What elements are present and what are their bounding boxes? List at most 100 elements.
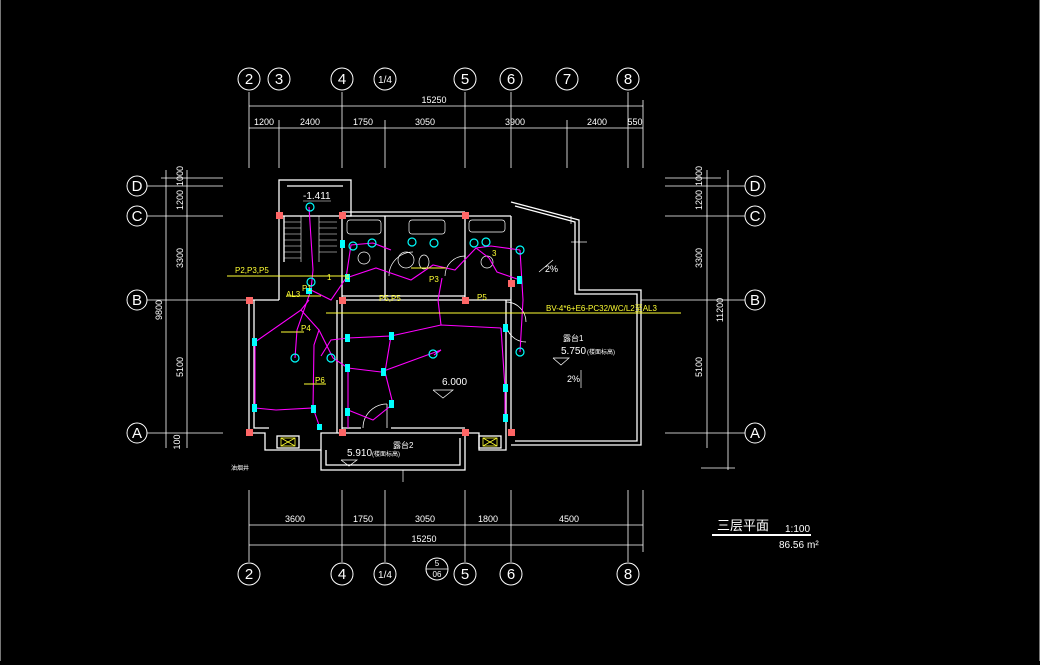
roof-slope: 2% — [545, 264, 558, 274]
walls — [248, 179, 642, 471]
axis-bubble-bcol-5[interactable]: 5 — [453, 562, 477, 586]
axis-bubble-col-5[interactable]: 5 — [453, 67, 477, 91]
p6-label: P6 — [315, 376, 325, 385]
top-total-dim: 15250 — [421, 95, 446, 105]
balcony1-name: 露台1 — [563, 333, 584, 343]
svg-text:C: C — [750, 208, 761, 225]
axis-bubble-row-B-right[interactable]: B — [744, 289, 766, 311]
outlet-icon — [252, 338, 257, 346]
axis-bubble-col-1-4[interactable]: 1/4 — [373, 67, 397, 91]
axis-bubble-row-A[interactable]: A — [126, 422, 148, 444]
svg-text:D: D — [750, 178, 761, 195]
axis-bubble-bcol-1-4[interactable]: 1/4 — [373, 562, 397, 586]
axis-bubble-row-B[interactable]: B — [126, 289, 148, 311]
axis-bubble-col-4[interactable]: 4 — [330, 67, 354, 91]
top-dim-7: 550 — [627, 117, 642, 127]
balcony1-level: 5.750 — [561, 346, 586, 357]
ceiling-light-icon — [469, 238, 479, 248]
drawing-area: 86.56 — [779, 540, 804, 551]
room-level-label: 6.000 — [442, 377, 467, 388]
svg-text:1/4: 1/4 — [378, 75, 392, 86]
left-dim-5100: 5100 — [175, 357, 185, 377]
ceiling-light-icon — [429, 238, 439, 248]
left-dim-1000: 1000 — [175, 166, 185, 186]
axis-bubble-bcol-8[interactable]: 8 — [616, 562, 640, 586]
outlet-icon — [311, 405, 316, 413]
circuit-4-label: 4 — [345, 273, 350, 282]
svg-text:7: 7 — [563, 71, 571, 88]
axis-bubble-col-6[interactable]: 6 — [499, 67, 523, 91]
axis-bubble-row-A-right[interactable]: A — [744, 422, 766, 444]
top-dim-3: 1750 — [353, 117, 373, 127]
stair-level-label: -1.411 — [303, 191, 331, 202]
stair-treads — [284, 216, 337, 262]
balcony1-slope: 2% — [567, 374, 580, 384]
p4-label: P4 — [301, 324, 311, 333]
ceiling-light-icon — [305, 202, 315, 212]
svg-text:2: 2 — [245, 566, 253, 583]
annotation-labels: P2,P3,P5 AL3 BV-4*6+E6-PC32/WC/L2至AL3 P1… — [235, 249, 657, 385]
ceiling-light-icon — [306, 277, 316, 287]
svg-text:4: 4 — [338, 71, 346, 88]
axis-bubble-col-2[interactable]: 2 — [237, 67, 261, 91]
axis-bubble-bcol-2[interactable]: 2 — [237, 562, 261, 586]
outlet-icon — [340, 240, 345, 248]
axis-bubble-row-C[interactable]: C — [126, 205, 148, 227]
axis-bubble-col-7[interactable]: 7 — [555, 67, 579, 91]
circuit-1-label: 1 — [327, 273, 332, 282]
svg-text:B: B — [750, 292, 760, 309]
p5-p5-label: P5,P5 — [379, 294, 401, 303]
drawing-title: 三层平面 — [717, 518, 769, 533]
top-dim-1: 1200 — [254, 117, 274, 127]
panel-group-label: P2,P3,P5 — [235, 266, 269, 275]
bottom-dim-2: 1750 — [353, 514, 373, 524]
outlet-icon — [389, 400, 394, 408]
outlet-icon — [389, 332, 394, 340]
outlet-icon — [517, 276, 522, 284]
outlet-icon — [503, 324, 508, 332]
bottom-total-dim: 15250 — [411, 534, 436, 544]
drawing-scale: 1:100 — [785, 524, 810, 535]
svg-text:5: 5 — [461, 566, 469, 583]
outlet-icon — [345, 334, 350, 342]
svg-text:8: 8 — [624, 71, 632, 88]
axis-bubble-row-C-right[interactable]: C — [744, 205, 766, 227]
axis-bubble-bcol-6[interactable]: 6 — [499, 562, 523, 586]
axis-bubble-col-8[interactable]: 8 — [616, 67, 640, 91]
title-block: 三层平面 1:100 86.56 m² — [712, 518, 819, 551]
svg-text:A: A — [750, 425, 760, 442]
outlet-symbols — [252, 240, 522, 430]
balcony2-note: (楼面标高) — [372, 450, 400, 458]
ceiling-light-icon — [481, 237, 491, 247]
left-dim-3300: 3300 — [175, 248, 185, 268]
svg-text:1/4: 1/4 — [378, 570, 392, 581]
axis-bubble-row-D[interactable]: D — [126, 175, 148, 197]
outlet-icon — [345, 274, 350, 282]
right-dim-1200: 1200 — [694, 190, 704, 210]
p1-label: P1 — [302, 284, 312, 293]
left-dim-100: 100 — [172, 434, 182, 449]
bottom-dim-3: 3050 — [415, 514, 435, 524]
ceiling-light-icon — [290, 353, 300, 363]
outlet-icon — [503, 384, 508, 392]
balcony2-name: 露台2 — [393, 440, 414, 450]
svg-text:8: 8 — [624, 566, 632, 583]
left-dims: 1200 1000 3300 5100 9800 100 — [154, 166, 185, 450]
right-axis-bubbles: D C B A — [744, 175, 766, 444]
axis-bubble-col-3[interactable]: 3 — [267, 67, 291, 91]
ceiling-light-icon — [326, 353, 336, 363]
section-marker[interactable]: 5 06 — [425, 557, 449, 581]
svg-text:6: 6 — [507, 566, 515, 583]
right-dim-1000: 1000 — [694, 166, 704, 186]
right-dim-3300: 3300 — [694, 248, 704, 268]
bottom-dim-5: 4500 — [559, 514, 579, 524]
top-dimension-lines — [248, 92, 644, 168]
outlet-icon — [503, 414, 508, 422]
axis-bubble-row-D-right[interactable]: D — [744, 175, 766, 197]
axis-bubble-bcol-4[interactable]: 4 — [330, 562, 354, 586]
left-dim-1200: 1200 — [175, 190, 185, 210]
ceiling-light-icon — [515, 347, 525, 357]
right-dim-11200: 11200 — [715, 298, 725, 322]
